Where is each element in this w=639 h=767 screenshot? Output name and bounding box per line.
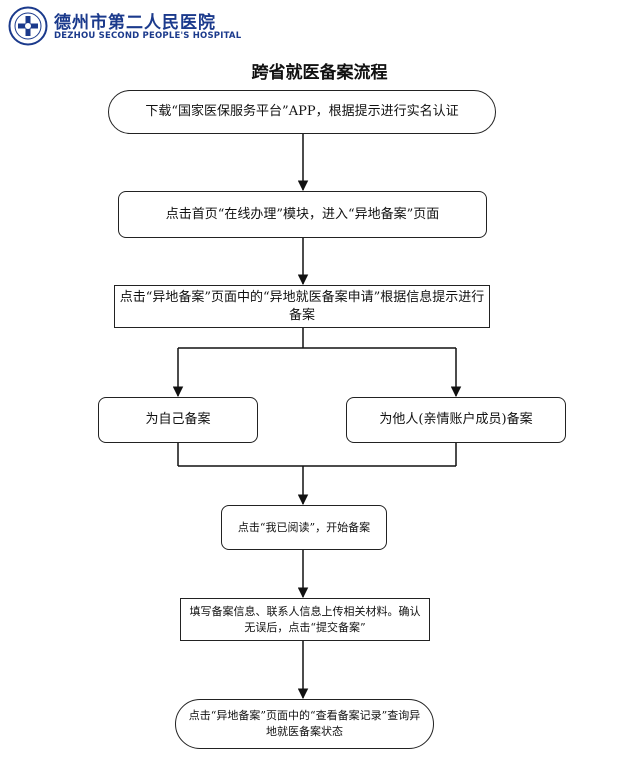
hospital-name-en: DEZHOU SECOND PEOPLE'S HOSPITAL xyxy=(54,31,242,41)
step1-download-app: 下载“国家医保服务平台”APP，根据提示进行实名认证 xyxy=(108,90,496,134)
hospital-name-cn: 德州市第二人民医院 xyxy=(54,13,216,33)
branch-self-text: 为自己备案 xyxy=(145,412,211,427)
step6-check-status: 点击“异地备案”页面中的“查看备案记录”查询异地就医备案状态 xyxy=(175,699,434,749)
hospital-seal-icon xyxy=(8,6,48,46)
step5-text: 填写备案信息、联系人信息上传相关材料。确认无误后，点击“提交备案” xyxy=(189,604,421,634)
hospital-logo: 德州市第二人民医院 DEZHOU SECOND PEOPLE'S HOSPITA… xyxy=(8,6,268,50)
step3-text: 点击“异地备案”页面中的“异地就医备案申请”根据信息提示进行备案 xyxy=(119,289,485,323)
step3-apply-filing: 点击“异地备案”页面中的“异地就医备案申请”根据信息提示进行备案 xyxy=(114,285,490,328)
step6-text: 点击“异地备案”页面中的“查看备案记录”查询异地就医备案状态 xyxy=(188,709,421,738)
page-title: 跨省就医备案流程 xyxy=(251,63,388,83)
step2-online-service: 点击首页“在线办理”模块，进入“异地备案”页面 xyxy=(118,191,487,238)
step1-text: 下载“国家医保服务平台”APP，根据提示进行实名认证 xyxy=(145,104,459,119)
branch-other-filing: 为他人(亲情账户成员)备案 xyxy=(346,397,566,443)
step4-text: 点击“我已阅读”，开始备案 xyxy=(237,520,371,534)
step4-read-start: 点击“我已阅读”，开始备案 xyxy=(221,505,387,550)
branch-self-filing: 为自己备案 xyxy=(98,397,258,443)
branch-other-text: 为他人(亲情账户成员)备案 xyxy=(379,412,533,427)
step5-fill-info: 填写备案信息、联系人信息上传相关材料。确认无误后，点击“提交备案” xyxy=(180,598,430,641)
step2-text: 点击首页“在线办理”模块，进入“异地备案”页面 xyxy=(165,206,440,222)
